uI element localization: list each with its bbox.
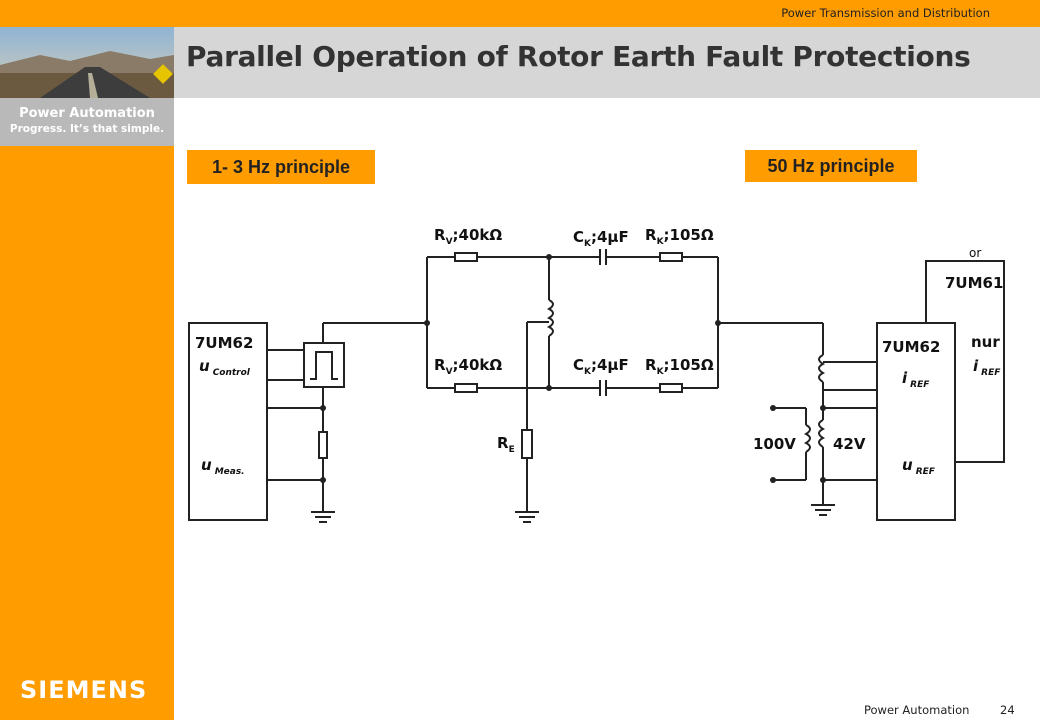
road-photo-image: [0, 27, 174, 98]
road-photo: [0, 27, 174, 98]
relay-left-label: 7UM62: [195, 334, 253, 352]
footer-label: Power Automation: [864, 703, 970, 717]
relay-alt-label: 7UM61: [945, 274, 1003, 292]
division-label: Power Transmission and Distribution: [781, 6, 990, 20]
voltage-42v-label: 42V: [833, 435, 866, 453]
re-label: RE: [497, 434, 515, 455]
rotor-winding-icon: [546, 299, 554, 337]
resistor-rv-top-icon: [454, 252, 478, 262]
resistor-rv-bottom-icon: [454, 383, 478, 393]
relay-box-right: [876, 322, 956, 521]
rv-bottom-label: RV;40kΩ: [434, 356, 502, 377]
page-title: Parallel Operation of Rotor Earth Fault …: [186, 40, 971, 73]
relay-right-label: 7UM62: [882, 338, 940, 356]
title-band: [174, 27, 1040, 98]
brand-box: Power Automation Progress. It’s that sim…: [0, 98, 174, 146]
pulse-generator-icon: [303, 342, 345, 388]
coupling-coil-icon: [818, 354, 826, 383]
relay-box-alt: [925, 260, 1005, 463]
ck-bottom-label: CK;4µF: [573, 356, 629, 377]
voltage-100v-label: 100V: [753, 435, 796, 453]
relay-box-left: [188, 322, 268, 521]
measuring-resistor-icon: [318, 431, 328, 459]
page-number: 24: [1000, 703, 1015, 717]
brand-tagline: Progress. It’s that simple.: [9, 123, 165, 135]
rk-top-label: RK;105Ω: [645, 226, 714, 247]
principle-1-3hz-label: 1- 3 Hz principle: [187, 150, 375, 184]
or-label: or: [969, 246, 981, 260]
resistor-rk-bottom-icon: [659, 383, 683, 393]
principle-50hz-label: 50 Hz principle: [745, 150, 917, 182]
ck-top-label: CK;4µF: [573, 228, 629, 249]
transformer-secondary-icon: [818, 419, 826, 448]
resistor-re-icon: [521, 429, 533, 459]
top-band: [174, 0, 1040, 27]
transformer-primary-icon: [803, 424, 811, 453]
rv-top-label: RV;40kΩ: [434, 226, 502, 247]
rk-bottom-label: RK;105Ω: [645, 356, 714, 377]
siemens-logo: SIEMENS: [20, 676, 148, 704]
resistor-rk-top-icon: [659, 252, 683, 262]
nur-label: nur: [971, 333, 1000, 351]
brand-name: Power Automation: [19, 106, 155, 121]
